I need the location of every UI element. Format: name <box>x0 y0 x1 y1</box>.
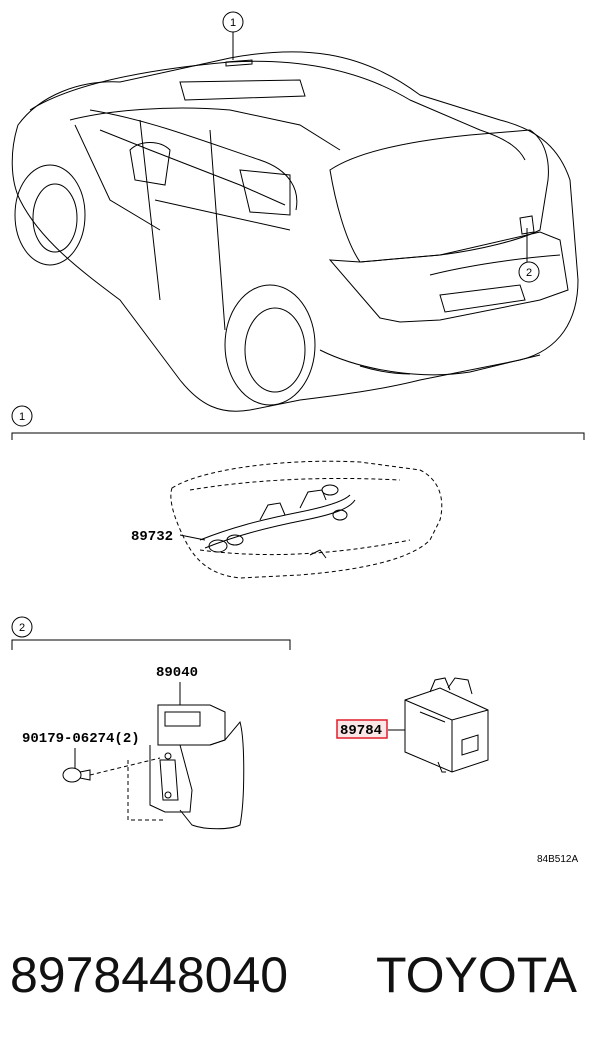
part-label-89040[interactable]: 89040 <box>156 665 198 681</box>
svg-text:1: 1 <box>230 17 236 29</box>
part-label-89784-highlight[interactable]: 89784 <box>336 719 388 739</box>
footer-brand: TOYOTA <box>376 947 577 1003</box>
diagram-code: 84B512A <box>537 854 578 865</box>
part-label-89732[interactable]: 89732 <box>131 529 173 545</box>
headliner-illustration <box>170 460 443 579</box>
svg-text:2: 2 <box>19 622 25 634</box>
section-1: 1 89732 <box>11 405 585 579</box>
ecu-module-illustration <box>404 677 489 773</box>
ecu-bracket-illustration <box>127 704 245 830</box>
bolt-illustration <box>62 757 161 783</box>
section-2: 2 89040 90179-06274(2) 89784 <box>11 616 489 830</box>
vehicle-illustration <box>11 32 579 412</box>
footer-part-number: 8978448040 <box>10 947 289 1003</box>
part-label-90179[interactable]: 90179-06274(2) <box>22 731 140 747</box>
part-label-89784[interactable]: 89784 <box>340 723 382 739</box>
highlight-box <box>336 719 388 739</box>
callout-2-car: 2 <box>518 261 540 283</box>
callout-1-top: 1 <box>222 11 244 33</box>
svg-text:2: 2 <box>526 267 532 279</box>
svg-text:1: 1 <box>19 411 25 423</box>
